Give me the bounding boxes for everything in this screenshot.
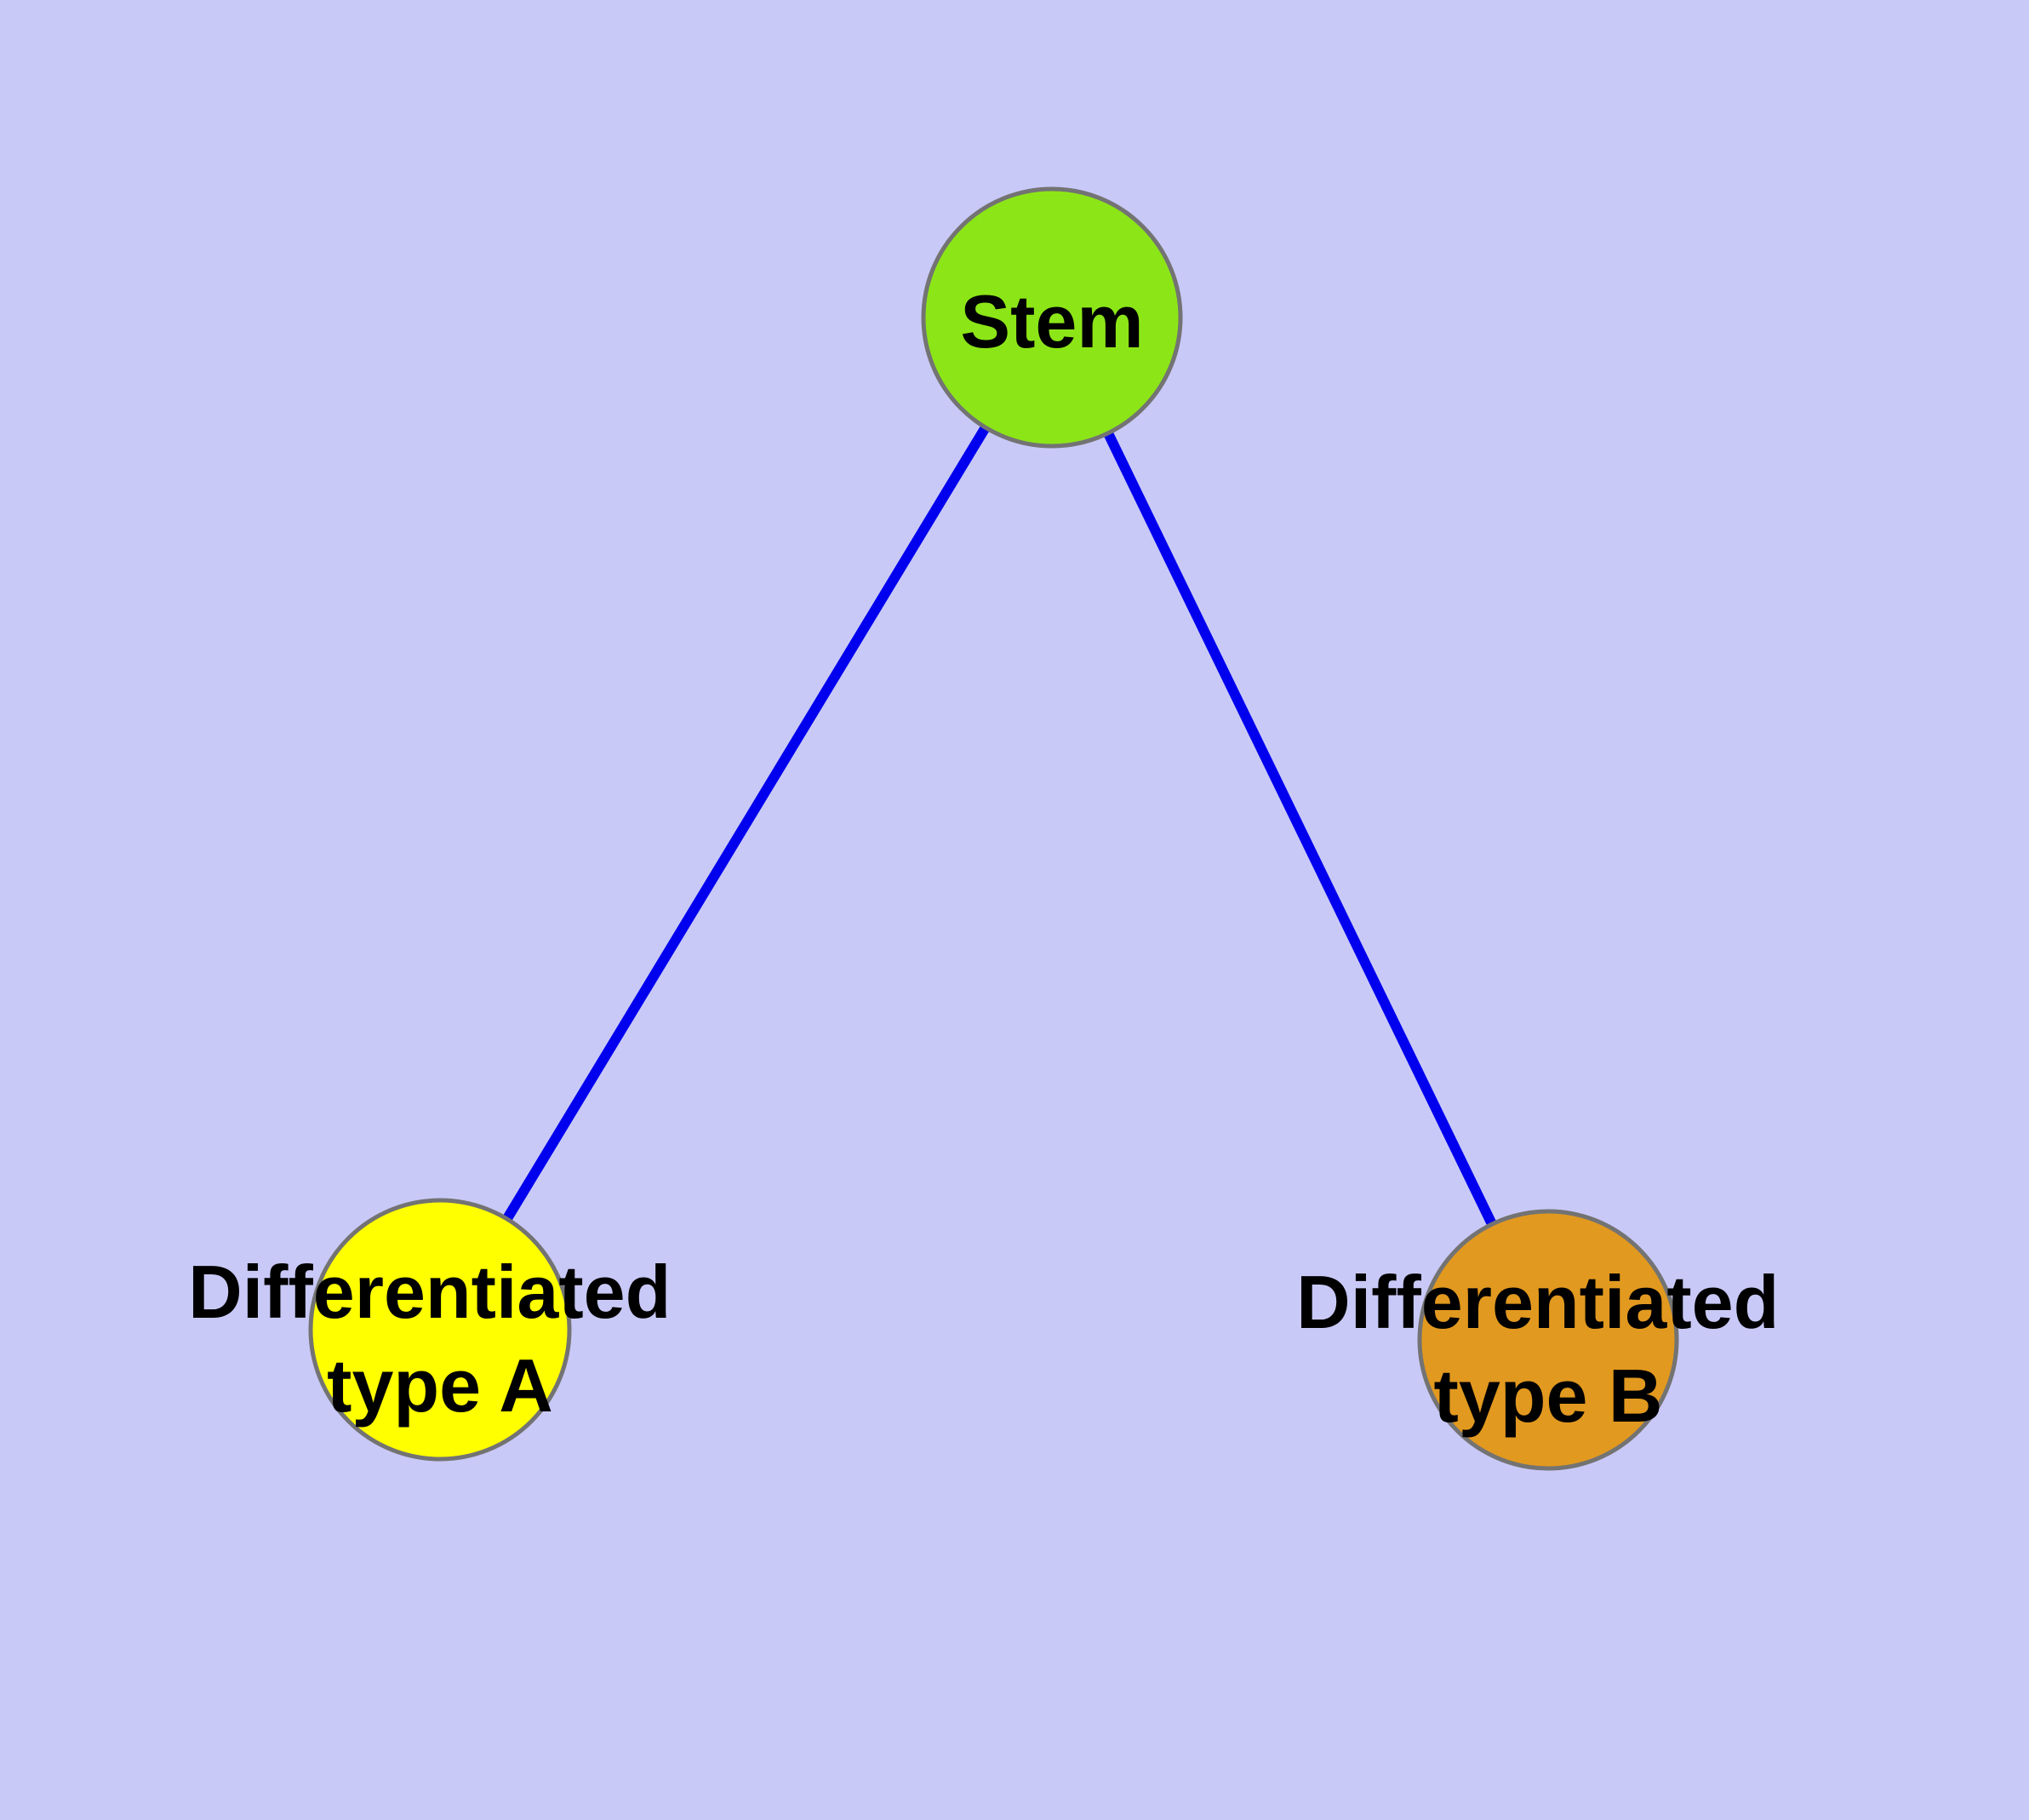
node-differentiated-type-b-label-line-2: type B: [1434, 1354, 1663, 1438]
node-differentiated-type-a-label-line-2: type A: [327, 1343, 553, 1428]
node-stem-circle: [921, 186, 1183, 449]
edge-stem-to-differentiated-type-a: [435, 312, 1057, 1335]
node-differentiated-type-b-circle: [1417, 1209, 1679, 1471]
node-differentiated-type-b: Differentiated type B: [1296, 1209, 1800, 1471]
node-stem: Stem: [921, 186, 1183, 449]
node-differentiated-type-a: Differentiated type A: [188, 1198, 692, 1462]
edge-stem-to-differentiated-type-b: [1047, 312, 1553, 1345]
node-differentiated-type-a-circle: [308, 1198, 572, 1462]
node-differentiated-type-a-label: Differentiated type A: [188, 1250, 692, 1428]
node-differentiated-type-b-label-line-1: Differentiated: [1296, 1260, 1779, 1344]
node-differentiated-type-a-label-line-1: Differentiated: [188, 1250, 671, 1334]
node-differentiated-type-b-label: Differentiated type B: [1296, 1260, 1800, 1438]
node-stem-label: Stem: [960, 279, 1143, 363]
